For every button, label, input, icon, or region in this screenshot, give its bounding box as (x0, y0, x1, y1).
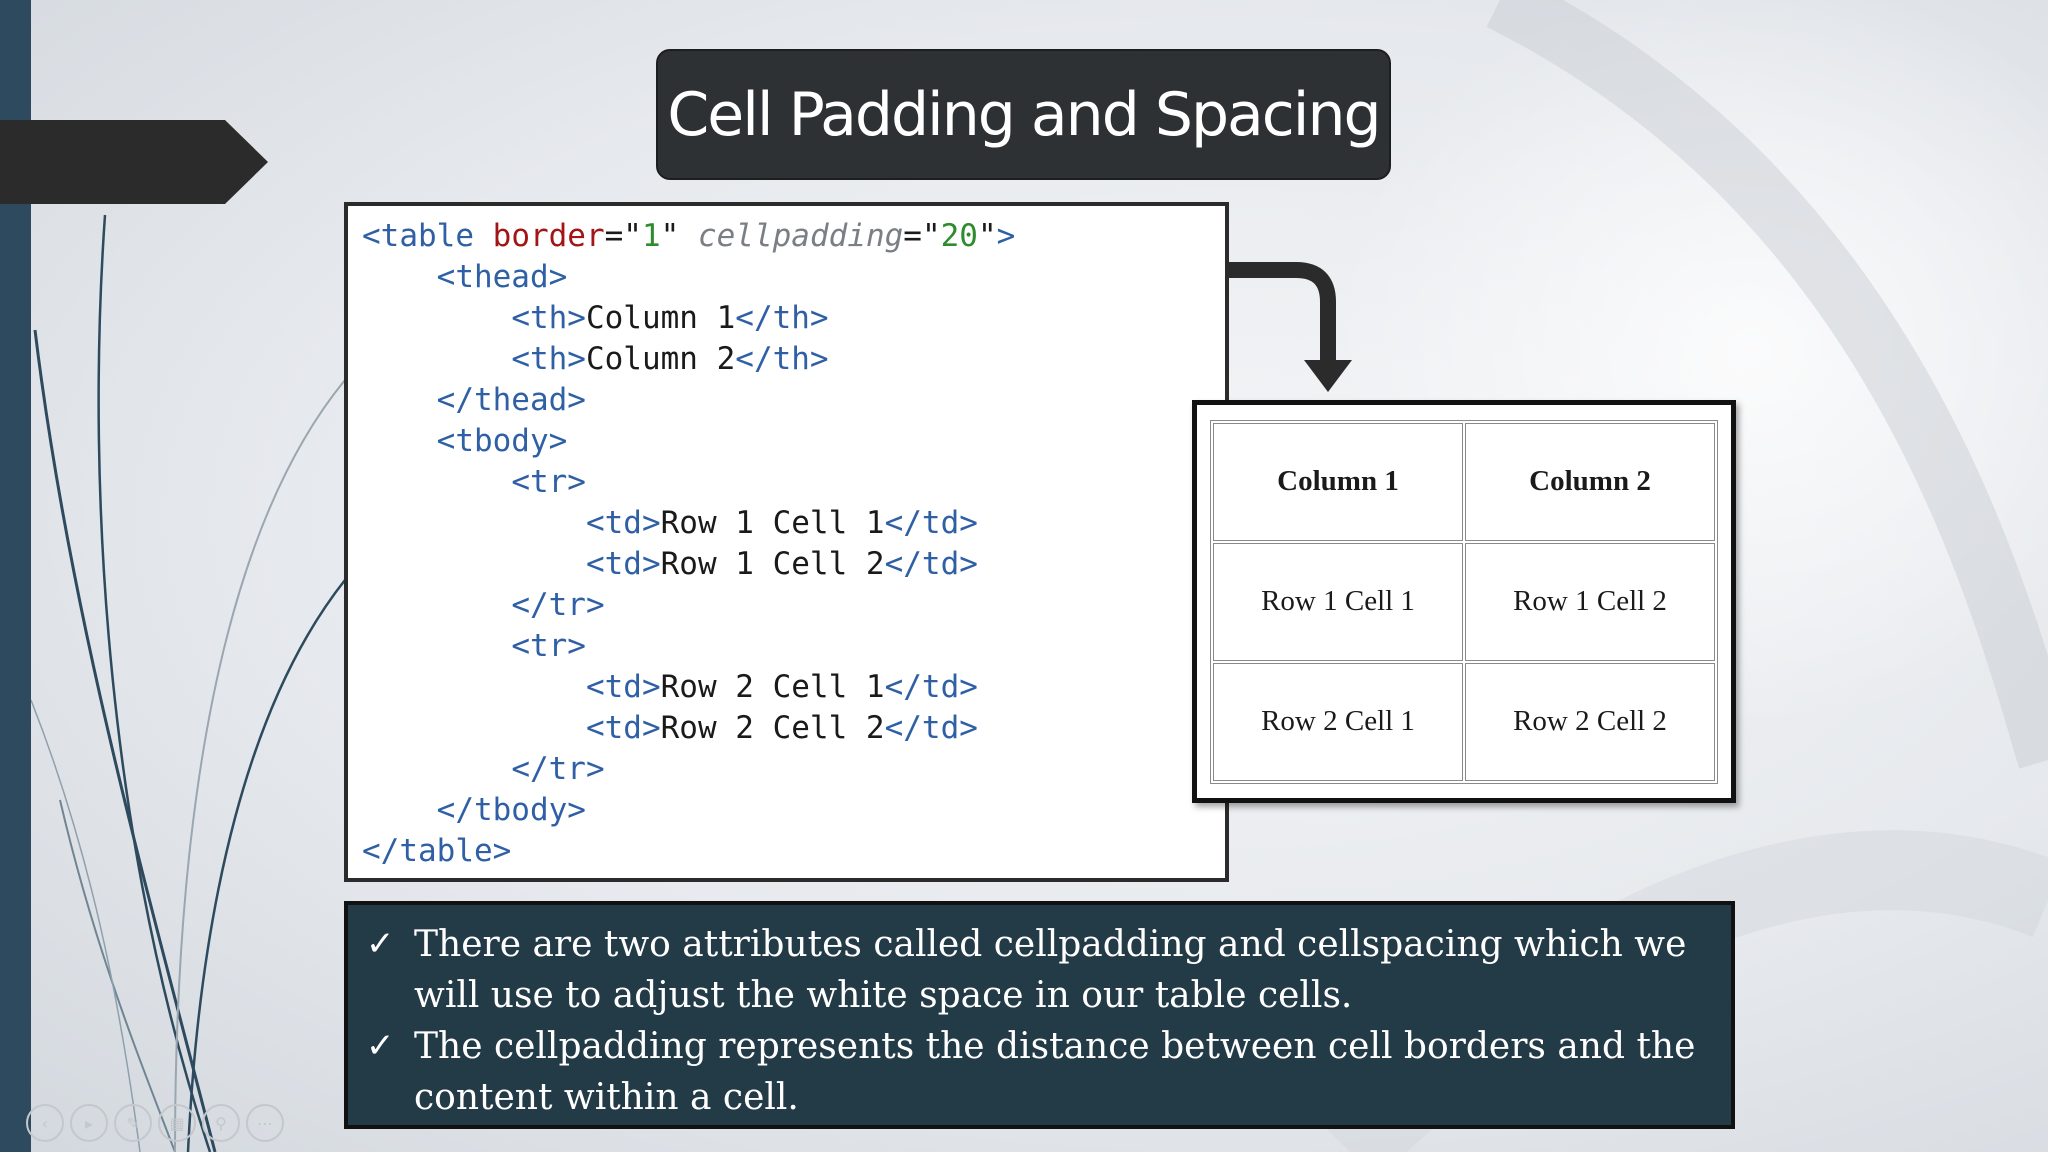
code-line: <table border="1" cellpadding="20"> (362, 216, 1225, 257)
code-token: </td> (884, 710, 978, 746)
code-token (362, 546, 586, 582)
code-line: <th>Column 2</th> (362, 339, 1225, 380)
code-token: Row 1 Cell 1 (660, 505, 885, 541)
code-token (362, 669, 586, 705)
bullet-item: ✓ The cellpadding represents the distanc… (366, 1021, 1711, 1123)
table-cell: Row 2 Cell 1 (1213, 662, 1463, 781)
code-line: <td>Row 1 Cell 1</td> (362, 503, 1225, 544)
code-token: Column 1 (585, 300, 736, 336)
code-token: " (660, 218, 698, 254)
code-sample-box: <table border="1" cellpadding="20"> <the… (344, 202, 1229, 882)
zoom-icon[interactable]: ⚲ (202, 1104, 240, 1142)
code-token: " (977, 218, 997, 254)
code-token: </th> (735, 300, 829, 336)
code-line: <tbody> (362, 421, 1225, 462)
code-line: </tbody> (362, 790, 1225, 831)
code-token (362, 587, 511, 623)
code-token: <tr> (511, 464, 586, 500)
code-token: </tr> (511, 751, 605, 787)
more-icon[interactable]: ⋯ (246, 1104, 284, 1142)
code-token: > (996, 218, 1016, 254)
table-cell: Row 1 Cell 2 (1465, 542, 1715, 661)
code-token (362, 628, 511, 664)
code-line: <th>Column 1</th> (362, 298, 1225, 339)
code-line: <td>Row 2 Cell 2</td> (362, 708, 1225, 749)
rendered-table-preview: Column 1 Column 2 Row 1 Cell 1 Row 1 Cel… (1192, 400, 1736, 803)
code-token (362, 505, 586, 541)
code-token (362, 464, 511, 500)
code-token: =" (604, 218, 642, 254)
slides-icon[interactable]: ▦ (158, 1104, 196, 1142)
code-line: <td>Row 1 Cell 2</td> (362, 544, 1225, 585)
code-token: Row 2 Cell 2 (660, 710, 885, 746)
header-cell: Column 2 (1465, 422, 1715, 541)
code-token: </tbody> (436, 792, 586, 828)
code-line: </tr> (362, 749, 1225, 790)
slide-title: Cell Padding and Spacing (667, 79, 1381, 150)
bullet-item: ✓ There are two attributes called cellpa… (366, 919, 1711, 1021)
code-token (362, 710, 586, 746)
code-token: </thead> (436, 382, 586, 418)
checkmark-icon: ✓ (366, 1026, 395, 1066)
table-header-row: Column 1 Column 2 (1213, 422, 1715, 541)
code-token: Row 1 Cell 2 (660, 546, 885, 582)
code-token: 1 (641, 218, 661, 254)
code-token: <td> (585, 546, 661, 582)
code-token: <td> (585, 505, 661, 541)
code-token: </td> (884, 505, 978, 541)
down-arrow-icon (1228, 262, 1352, 392)
code-token: border (492, 218, 605, 254)
pen-icon[interactable]: ✎ (114, 1104, 152, 1142)
header-cell: Column 1 (1213, 422, 1463, 541)
bullet-text: There are two attributes called cellpadd… (414, 924, 1687, 1016)
code-token (362, 751, 511, 787)
code-token: <table (362, 218, 493, 254)
bullet-points-box: ✓ There are two attributes called cellpa… (344, 901, 1735, 1129)
code-line: </thead> (362, 380, 1225, 421)
code-line: <tr> (362, 462, 1225, 503)
code-token (362, 792, 437, 828)
code-token: <td> (585, 669, 661, 705)
code-token: <th> (511, 300, 586, 336)
demo-table: Column 1 Column 2 Row 1 Cell 1 Row 1 Cel… (1210, 419, 1718, 784)
code-token: Column 2 (585, 341, 736, 377)
code-token (362, 259, 437, 295)
checkmark-icon: ✓ (366, 924, 395, 964)
code-token: Row 2 Cell 1 (660, 669, 885, 705)
play-icon[interactable]: ▸ (70, 1104, 108, 1142)
previous-icon[interactable]: ‹ (26, 1104, 64, 1142)
bullet-text: The cellpadding represents the distance … (414, 1026, 1696, 1118)
code-token: </td> (884, 669, 978, 705)
code-line: </tr> (362, 585, 1225, 626)
code-token (362, 423, 437, 459)
code-token: <td> (585, 710, 661, 746)
code-token: </td> (884, 546, 978, 582)
code-token: 20 (940, 218, 978, 254)
code-line: <thead> (362, 257, 1225, 298)
code-line: <td>Row 2 Cell 1</td> (362, 667, 1225, 708)
code-token: <tbody> (436, 423, 568, 459)
code-line: </table> (362, 831, 1225, 872)
code-token (362, 382, 437, 418)
table-cell: Row 1 Cell 1 (1213, 542, 1463, 661)
table-row: Row 1 Cell 1 Row 1 Cell 2 (1213, 542, 1715, 661)
arrow-pointer-shape (0, 120, 268, 204)
slideshow-controls: ‹ ▸ ✎ ▦ ⚲ ⋯ (26, 1104, 284, 1142)
code-token: <tr> (511, 628, 586, 664)
code-token: </th> (735, 341, 829, 377)
table-cell: Row 2 Cell 2 (1465, 662, 1715, 781)
code-line: <tr> (362, 626, 1225, 667)
code-token: cellpadding (697, 218, 904, 254)
code-token: <thead> (436, 259, 568, 295)
code-token: <th> (511, 341, 586, 377)
code-token: </table> (362, 833, 512, 869)
title-box: Cell Padding and Spacing (656, 49, 1391, 180)
code-token: =" (903, 218, 941, 254)
table-row: Row 2 Cell 1 Row 2 Cell 2 (1213, 662, 1715, 781)
code-token: </tr> (511, 587, 605, 623)
code-token (362, 300, 511, 336)
code-token (362, 341, 511, 377)
